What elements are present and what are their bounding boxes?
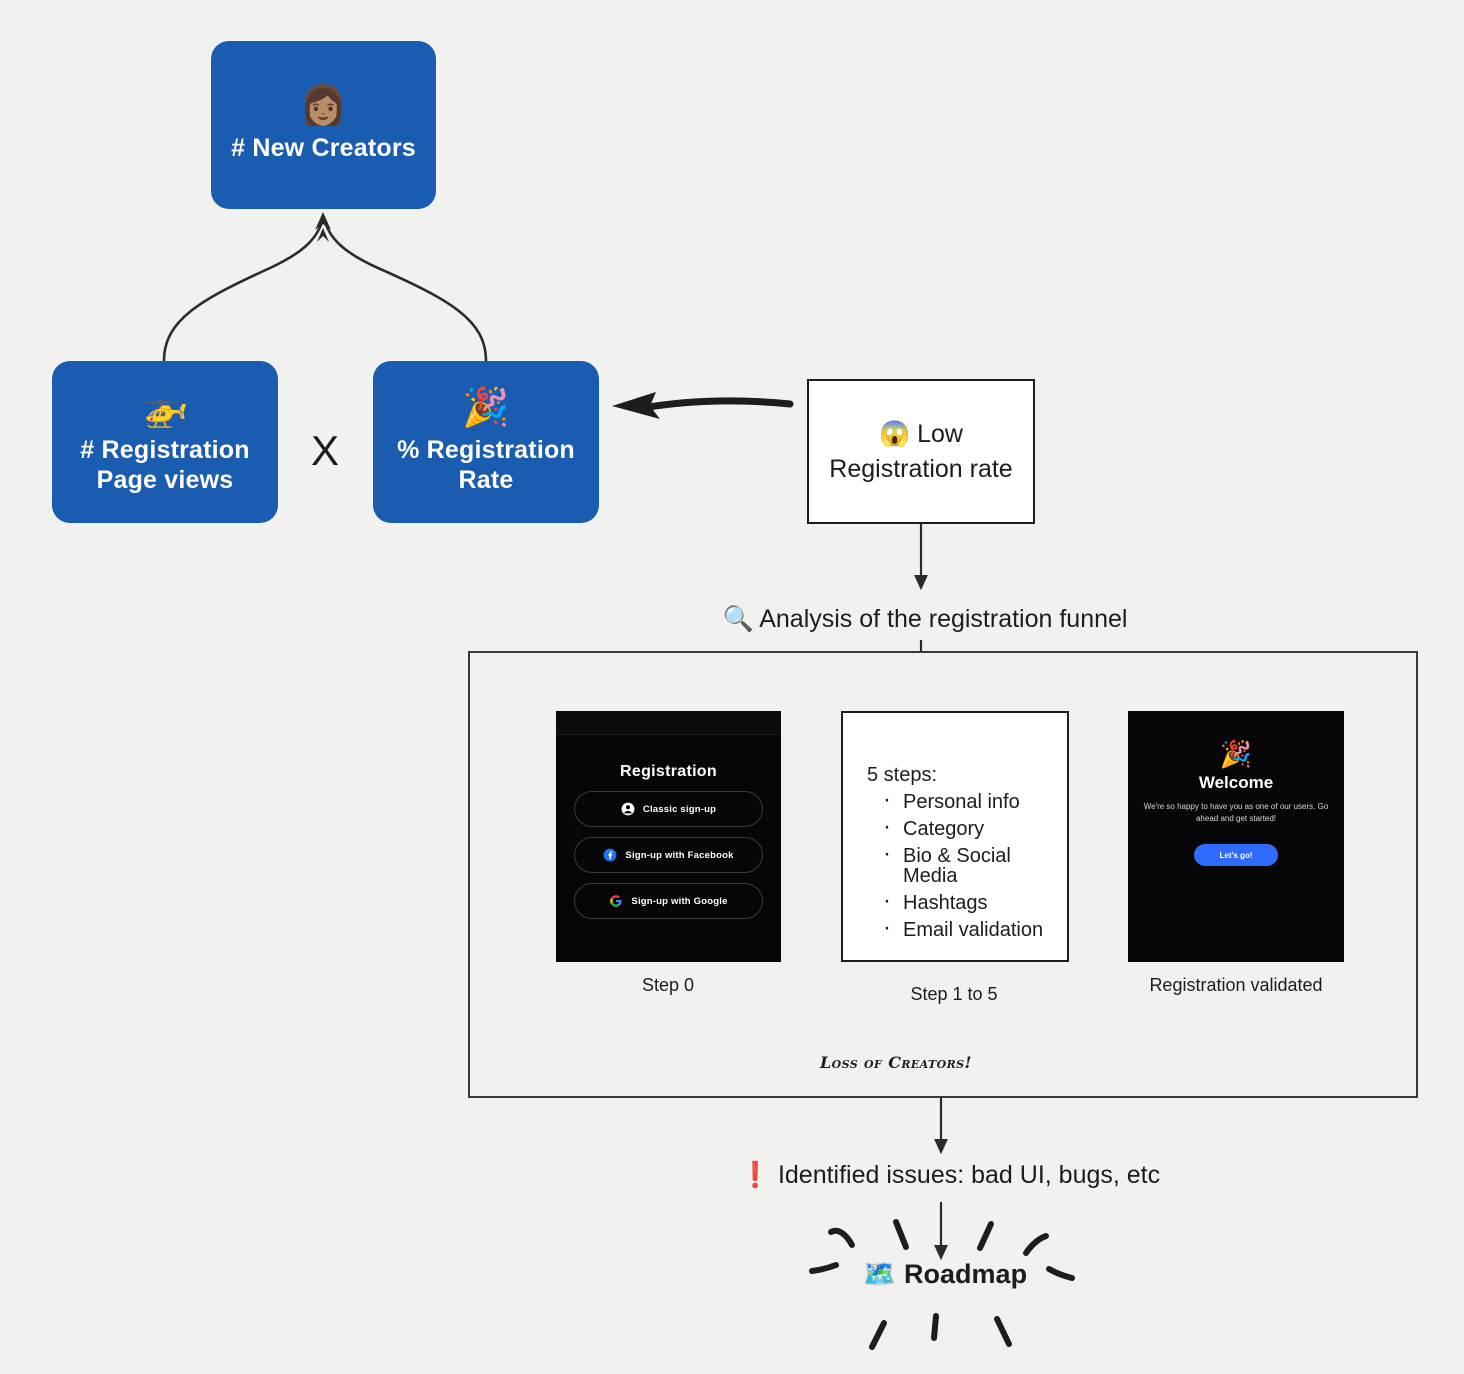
feeder-curves (162, 212, 488, 362)
list-item: Personal info (881, 788, 1067, 812)
registration-screen-title: Registration (620, 763, 717, 780)
metric-label-new-creators: # New Creators (231, 133, 416, 162)
caption-registration-validated: Registration validated (1149, 975, 1323, 995)
problem-box-low-registration-rate[interactable]: 😱 Low Registration rate (807, 379, 1035, 524)
google-icon (609, 894, 623, 908)
roadmap-label: 🗺️ Roadmap (862, 1259, 1028, 1289)
google-signup-button[interactable]: Sign-up with Google (574, 883, 763, 919)
list-item: Category (881, 815, 1067, 839)
problem-box-line1: 😱 Low (879, 419, 963, 448)
list-item: Bio & Social Media (881, 842, 1067, 886)
woman-emoji: 👩🏽 (299, 84, 348, 127)
list-item: Email validation (881, 916, 1067, 940)
exclamation-icon: ❗ (739, 1161, 771, 1189)
welcome-screen-subtitle: We're so happy to have you as one of our… (1143, 802, 1329, 823)
lets-go-button[interactable]: Let's go! (1194, 844, 1278, 867)
facebook-signup-button[interactable]: Sign-up with Facebook (574, 837, 763, 873)
facebook-signup-label: Sign-up with Facebook (625, 849, 734, 861)
helicopter-emoji: 🚁 (141, 386, 189, 429)
caption-step-1-to-5: Step 1 to 5 (910, 984, 998, 1004)
list-item: Hashtags (881, 889, 1067, 913)
metric-label-page-views-line1: # Registration (80, 435, 250, 464)
caption-step-0: Step 0 (641, 975, 695, 995)
mockup-welcome-screen[interactable]: 🎉 Welcome We're so happy to have you as … (1128, 711, 1344, 962)
classic-signup-label: Classic sign-up (642, 803, 717, 815)
welcome-screen-title: Welcome (1198, 773, 1274, 792)
account-circle-icon (621, 802, 635, 816)
metric-box-registration-rate[interactable]: 🎉 % Registration Rate (373, 361, 599, 523)
google-signup-label: Sign-up with Google (631, 895, 728, 907)
classic-signup-button[interactable]: Classic sign-up (574, 791, 763, 827)
problem-to-metric-arrow (612, 392, 794, 419)
problem-box-text: 😱 Low Registration rate (829, 417, 1012, 487)
party-popper-emoji: 🎉 (1219, 739, 1253, 769)
multiply-operator: X (310, 427, 339, 474)
identified-issues-text: Identified issues: bad UI, bugs, etc (777, 1161, 1161, 1189)
metric-label-page-views: # Registration Page views (80, 435, 250, 496)
facebook-icon (603, 848, 617, 862)
steps-heading: 5 steps: (867, 764, 938, 786)
steps-list-box: 5 steps: Personal info Category Bio & So… (841, 711, 1069, 962)
mockup-registration-screen[interactable]: Registration Classic sign-up Sign-up wit… (556, 711, 781, 962)
metric-label-registration-rate: % Registration Rate (397, 435, 575, 496)
metric-label-page-views-line2: Page views (96, 466, 234, 494)
identified-issues-line: ❗ Identified issues: bad UI, bugs, etc (700, 1161, 1200, 1190)
problem-box-line2: Registration rate (829, 454, 1013, 483)
loss-of-creators-label: Loss of Creators! (820, 1053, 972, 1072)
mockup-status-bar (556, 711, 781, 735)
steps-list: Personal info Category Bio & Social Medi… (867, 788, 1067, 940)
party-popper-emoji: 🎉 (462, 386, 510, 429)
analysis-caption: 🔍 Analysis of the registration funnel (722, 605, 1128, 633)
metric-box-new-creators[interactable]: 👩🏽 # New Creators (211, 41, 436, 209)
metric-label-registration-rate-line1: % Registration (397, 435, 575, 464)
metric-label-registration-rate-line2: Rate (458, 466, 514, 494)
metric-box-registration-page-views[interactable]: 🚁 # Registration Page views (52, 361, 278, 523)
